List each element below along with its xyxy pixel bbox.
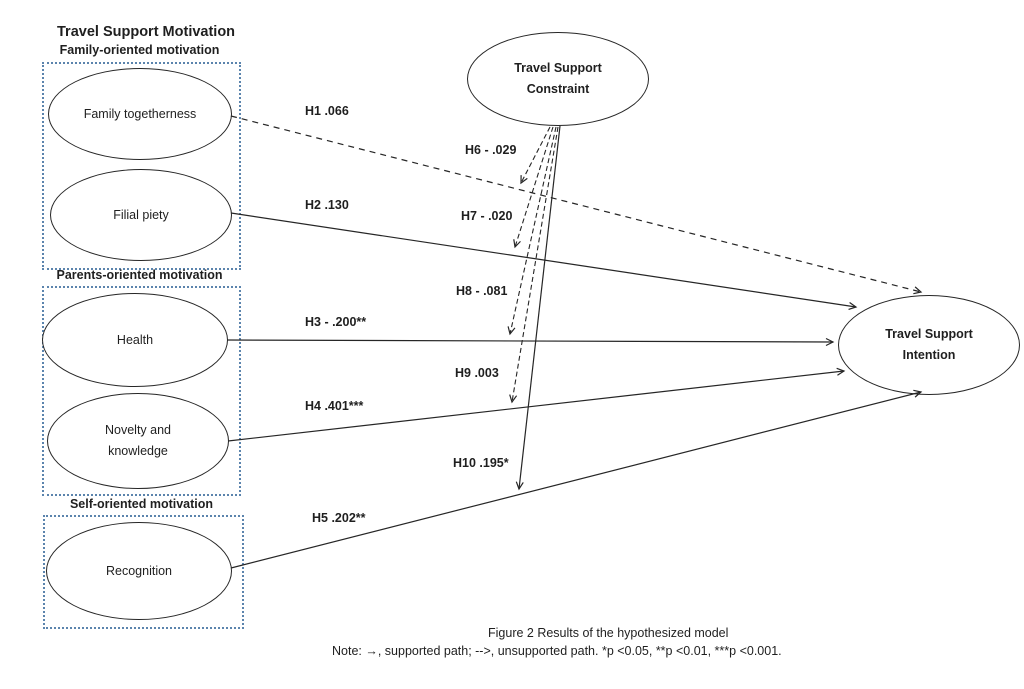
figure-note: Note: →, supported path; -->, unsupporte…	[332, 644, 782, 658]
edge-h6-unsupported	[520, 126, 551, 185]
node-label-line2: Intention	[902, 348, 956, 362]
node-label-line1: Novelty and	[104, 423, 171, 438]
path-label-h9: H9 .003	[455, 366, 499, 380]
path-label-h2: H2 .130	[305, 198, 349, 212]
node-recognition: Recognition	[46, 522, 232, 620]
edge-h7-unsupported	[513, 126, 554, 249]
group-label-family: Family-oriented motivation	[59, 43, 220, 57]
node-travel-support-constraint: Travel Support Constraint	[467, 32, 649, 126]
path-label-h6: H6 - .029	[465, 143, 517, 157]
node-label: Family togetherness	[83, 106, 197, 121]
edge-h10-supported	[515, 125, 561, 491]
group-box-self	[43, 515, 244, 629]
path-label-h7: H7 - .020	[461, 209, 513, 223]
path-label-h5: H5 .202**	[312, 511, 366, 525]
group-label-parents: Parents-oriented motivation	[56, 268, 223, 282]
diagram-title: Travel Support Motivation	[57, 24, 236, 40]
path-label-h8: H8 - .081	[456, 284, 508, 298]
figure-caption: Figure 2 Results of the hypothesized mod…	[488, 626, 729, 640]
node-label: Filial piety	[113, 207, 169, 222]
node-health: Health	[42, 293, 228, 387]
path-label-h1: H1 .066	[305, 104, 349, 118]
node-label: Recognition	[105, 563, 172, 578]
path-label-h3: H3 - .200**	[305, 315, 367, 329]
node-label: Health	[116, 332, 154, 347]
node-label-line1: Travel Support	[514, 61, 602, 76]
edge-h2-supported	[230, 212, 858, 310]
edge-h3-supported	[226, 337, 835, 347]
node-travel-support-intention: Travel Support Intention	[838, 295, 1020, 395]
node-label-line2: Constraint	[526, 82, 590, 96]
edge-h5-supported	[230, 389, 923, 569]
path-label-h10: H10 .195*	[453, 456, 509, 470]
node-label-line2: knowledge	[108, 444, 168, 458]
edge-h8-unsupported	[507, 126, 557, 336]
path-label-h4: H4 .401***	[305, 399, 364, 413]
node-filial-piety: Filial piety	[50, 169, 232, 261]
edge-h9-unsupported	[509, 126, 559, 404]
node-family-togetherness: Family togetherness	[48, 68, 232, 160]
node-novelty-knowledge: Novelty and knowledge	[47, 393, 229, 489]
group-label-self: Self-oriented motivation	[69, 497, 214, 511]
node-label-line1: Travel Support	[885, 327, 973, 342]
